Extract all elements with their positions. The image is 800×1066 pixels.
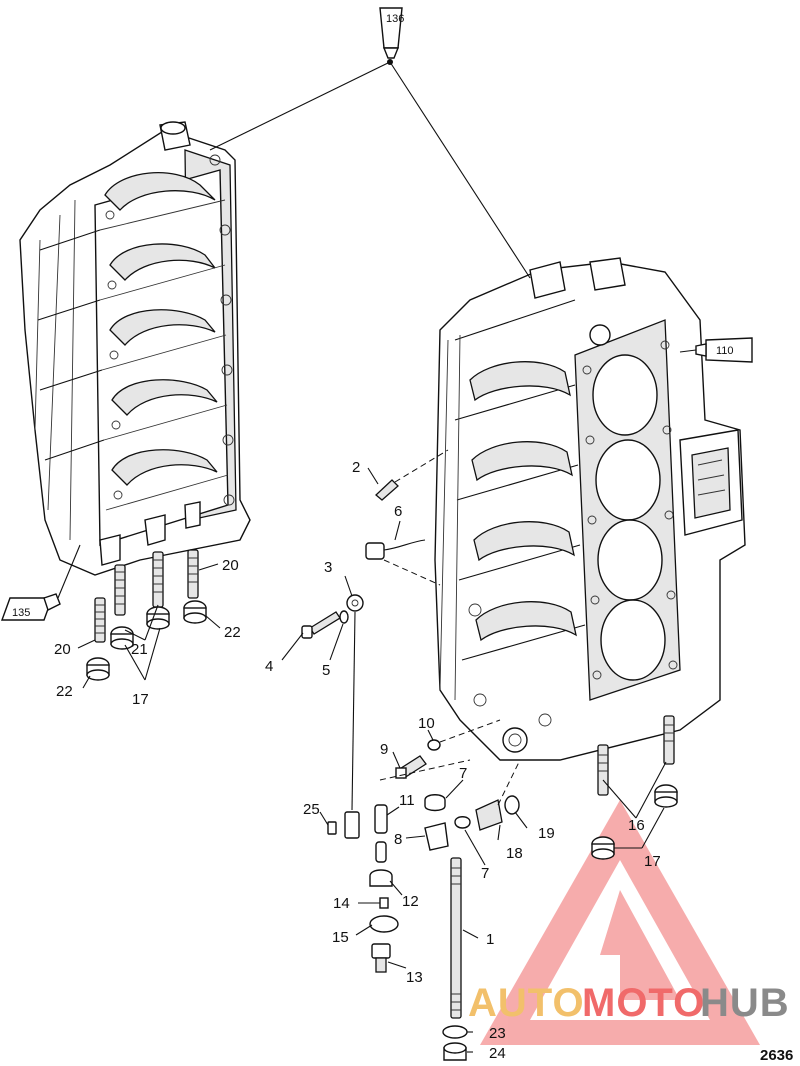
watermark-text: AUTO MOTO HUB xyxy=(468,981,790,1025)
long-stud xyxy=(450,857,462,1019)
sealant-leader-lines xyxy=(57,59,697,599)
block-studs xyxy=(597,715,675,796)
callout-11: 11 xyxy=(399,792,415,809)
watermark-moto: MOTO xyxy=(582,981,705,1025)
flange-nut xyxy=(86,600,207,681)
callout-19: 19 xyxy=(538,825,555,842)
screw-25 xyxy=(327,821,337,835)
sensor-harness xyxy=(344,594,364,839)
callout-21: 21 xyxy=(131,641,148,658)
main-bearing-saddles xyxy=(104,172,218,486)
sealant-tube-136: 136 xyxy=(379,7,404,59)
callout-18: 18 xyxy=(506,845,523,862)
bolt-4 xyxy=(301,611,341,639)
washer-23 xyxy=(442,1025,468,1039)
dowel-pin xyxy=(375,479,399,501)
callout-2: 2 xyxy=(352,459,360,476)
callout-25: 25 xyxy=(303,801,320,818)
cylinder-block-right xyxy=(434,257,746,761)
callout-7-upper: 7 xyxy=(459,765,467,782)
assembly-lines xyxy=(379,449,521,806)
stud-bolt xyxy=(94,549,199,643)
temperature-sensor xyxy=(365,539,426,560)
callout-17-left: 17 xyxy=(132,691,149,708)
cylinder-bores xyxy=(592,354,666,681)
callout-4: 4 xyxy=(265,658,273,675)
callout-5: 5 xyxy=(322,662,330,679)
callout-24: 24 xyxy=(489,1045,506,1062)
crankshaft-saddles xyxy=(469,361,577,642)
callout-23: 23 xyxy=(489,1025,506,1042)
figure-number: 2636 xyxy=(760,1047,793,1064)
callout-7-lower: 7 xyxy=(481,865,489,882)
callout-13: 13 xyxy=(406,969,423,986)
sealant-tube-136-label: 136 xyxy=(386,13,404,25)
washer-5 xyxy=(339,610,349,624)
crankcase-cover-left xyxy=(19,121,251,576)
watermark-auto: AUTO xyxy=(468,981,585,1025)
callout-6: 6 xyxy=(394,503,402,520)
hose-fittings xyxy=(369,739,520,887)
sealant-tube-110-label: 110 xyxy=(716,345,734,357)
callout-15: 15 xyxy=(332,929,349,946)
callout-12: 12 xyxy=(402,893,419,910)
watermark-hub: HUB xyxy=(700,981,790,1025)
callout-20-right: 20 xyxy=(222,557,239,574)
callout-17-right: 17 xyxy=(644,853,661,870)
callout-22-left: 22 xyxy=(56,683,73,700)
callout-1: 1 xyxy=(486,931,494,948)
callout-16: 16 xyxy=(628,817,645,834)
callout-20-left: 20 xyxy=(54,641,71,658)
callout-22-right: 22 xyxy=(224,624,241,641)
sealant-tube-135-label: 135 xyxy=(12,607,30,619)
block-nuts xyxy=(591,784,678,860)
callout-9: 9 xyxy=(380,741,388,758)
nut-24 xyxy=(443,1042,467,1061)
watermark-logo xyxy=(480,800,760,1045)
fitting-assembly xyxy=(369,897,399,973)
callout-14: 14 xyxy=(333,895,350,912)
sealant-tube-135: 135 xyxy=(1,593,61,621)
callout-3: 3 xyxy=(324,559,332,576)
callout-10: 10 xyxy=(418,715,435,732)
callout-8: 8 xyxy=(394,831,402,848)
callout-leaders xyxy=(77,467,667,1053)
sealant-tube-110: 110 xyxy=(695,337,753,363)
callout-labels: 1 2 3 4 5 6 7 7 8 9 10 11 12 13 14 15 16… xyxy=(54,459,661,1062)
